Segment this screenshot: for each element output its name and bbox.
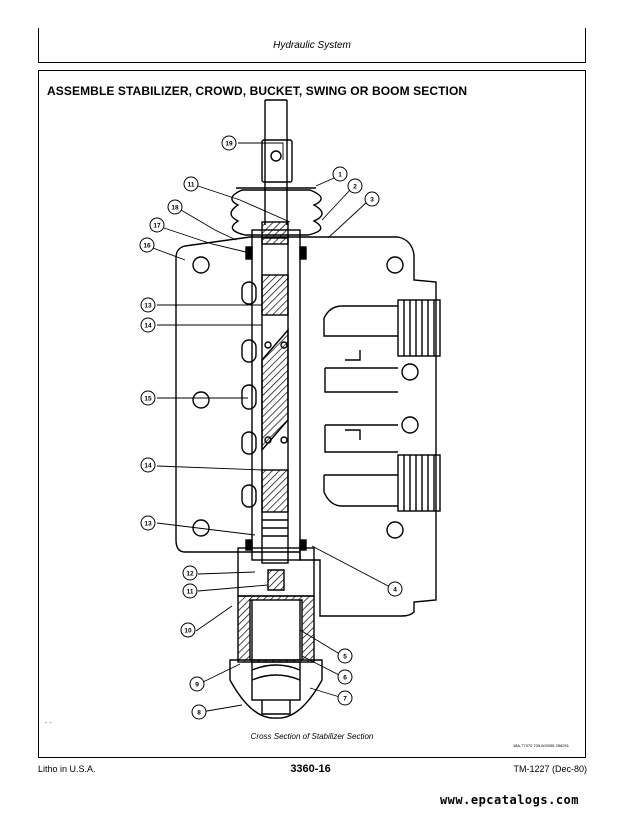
callout-13-top <box>140 297 156 313</box>
callout-3 <box>364 191 380 207</box>
callout-17-label: 17 <box>153 223 161 230</box>
valve-body-outline <box>175 236 437 617</box>
callout-10 <box>180 622 196 638</box>
callout-8-label: 8 <box>197 710 201 717</box>
callout-7 <box>337 690 353 706</box>
watermark-url: www.epcatalogs.com <box>439 793 579 807</box>
figure-tick-mark: - - <box>45 720 52 727</box>
callout-16-label: 16 <box>143 243 151 250</box>
callout-1 <box>332 166 348 182</box>
callout-5-label: 5 <box>343 654 347 661</box>
boot-bellows <box>230 189 323 236</box>
callout-17 <box>149 217 165 233</box>
figure-caption: Cross Section of Stabilizer Section <box>250 732 374 741</box>
callout-13-top-label: 13 <box>144 303 152 310</box>
page-header-title: Hydraulic System <box>273 40 351 51</box>
callout-15 <box>140 390 156 406</box>
callout-18 <box>167 199 183 215</box>
callout-13-bottom-label: 13 <box>144 521 152 528</box>
footer-litho: Litho in U.S.A. <box>38 764 96 774</box>
callout-14-top <box>140 317 156 333</box>
callout-14-bottom <box>140 457 156 473</box>
callout-3-label: 3 <box>370 197 374 204</box>
callout-14-top-label: 14 <box>144 323 152 330</box>
header-box: Hydraulic System <box>38 28 586 63</box>
figure-code: 18A,77370 705,000055 258291 <box>512 743 569 748</box>
callout-9-label: 9 <box>195 682 199 689</box>
callout-12 <box>182 565 198 581</box>
callout-4-label: 4 <box>393 587 397 594</box>
callout-8 <box>191 704 207 720</box>
callout-4 <box>387 581 403 597</box>
callout-16 <box>139 237 155 253</box>
callout-15-label: 15 <box>144 396 152 403</box>
callout-13-bottom <box>140 515 156 531</box>
callout-2 <box>347 178 363 194</box>
figure-title: ASSEMBLE STABILIZER, CROWD, BUCKET, SWIN… <box>47 84 468 98</box>
callout-12-label: 12 <box>186 571 194 578</box>
callout-18-label: 18 <box>171 205 179 212</box>
callout-11-top-label: 11 <box>188 182 195 189</box>
callout-9 <box>189 676 205 692</box>
figure-frame: ASSEMBLE STABILIZER, CROWD, BUCKET, SWIN… <box>38 70 586 758</box>
callout-19 <box>221 135 237 151</box>
callout-1-label: 1 <box>338 172 342 179</box>
callout-14-bottom-label: 14 <box>144 463 152 470</box>
callout-19-label: 19 <box>225 141 233 148</box>
footer-manual-id: TM-1227 (Dec-80) <box>513 764 587 774</box>
callout-5 <box>337 648 353 664</box>
callout-2-label: 2 <box>353 184 357 191</box>
callout-11-bottom <box>182 583 198 599</box>
valve-cross-section-diagram: 19 11 18 17 16 1 2 3 13 14 15 14 13 4 12… <box>139 99 441 720</box>
callout-11-top <box>183 176 199 192</box>
callout-10-label: 10 <box>184 628 192 635</box>
callout-11-bottom-label: 11 <box>187 589 194 596</box>
callout-6-label: 6 <box>343 675 347 682</box>
callout-6 <box>337 669 353 685</box>
callout-7-label: 7 <box>343 696 347 703</box>
footer-page-number: 3360-16 <box>290 763 331 775</box>
